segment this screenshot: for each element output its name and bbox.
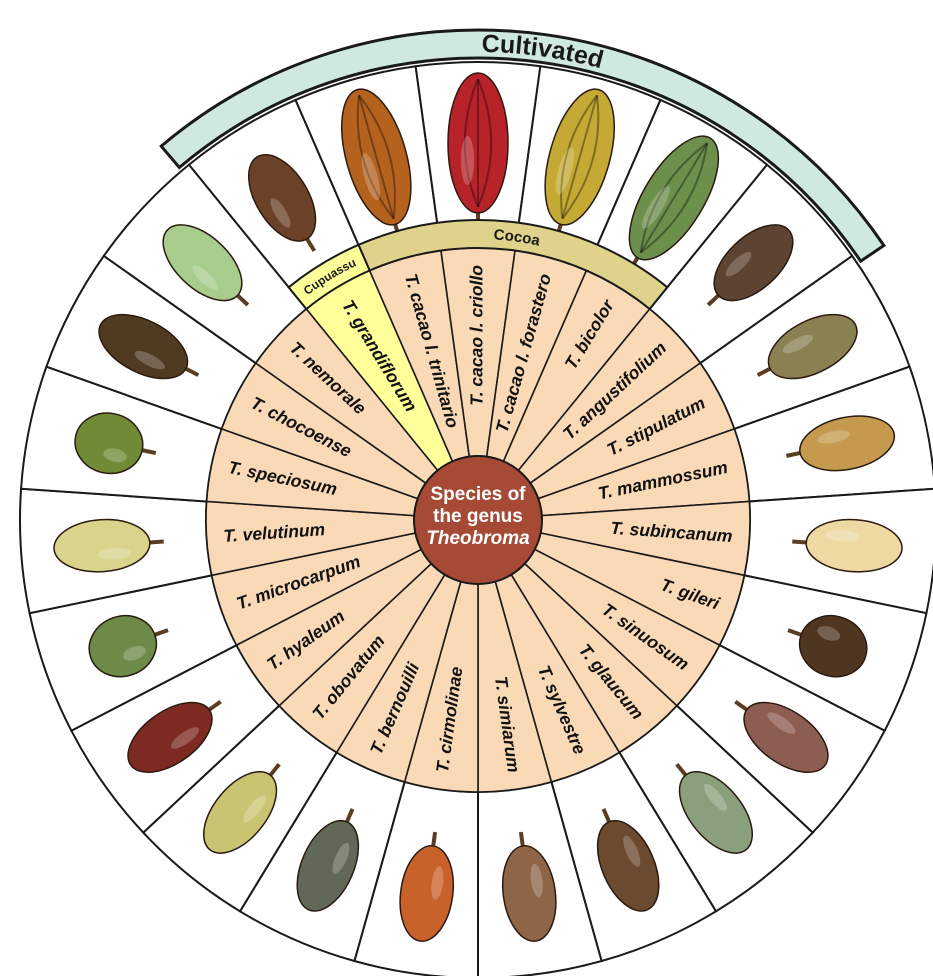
pod-highlight xyxy=(461,136,474,185)
center-title-line-2: the genus xyxy=(433,506,523,527)
center-title-line-3: Theobroma xyxy=(426,528,530,549)
species-label: T. cacao l. criollo xyxy=(467,265,487,406)
center-group: Species of the genus Theobroma xyxy=(414,456,542,584)
center-title-line-1: Species of xyxy=(430,484,526,505)
